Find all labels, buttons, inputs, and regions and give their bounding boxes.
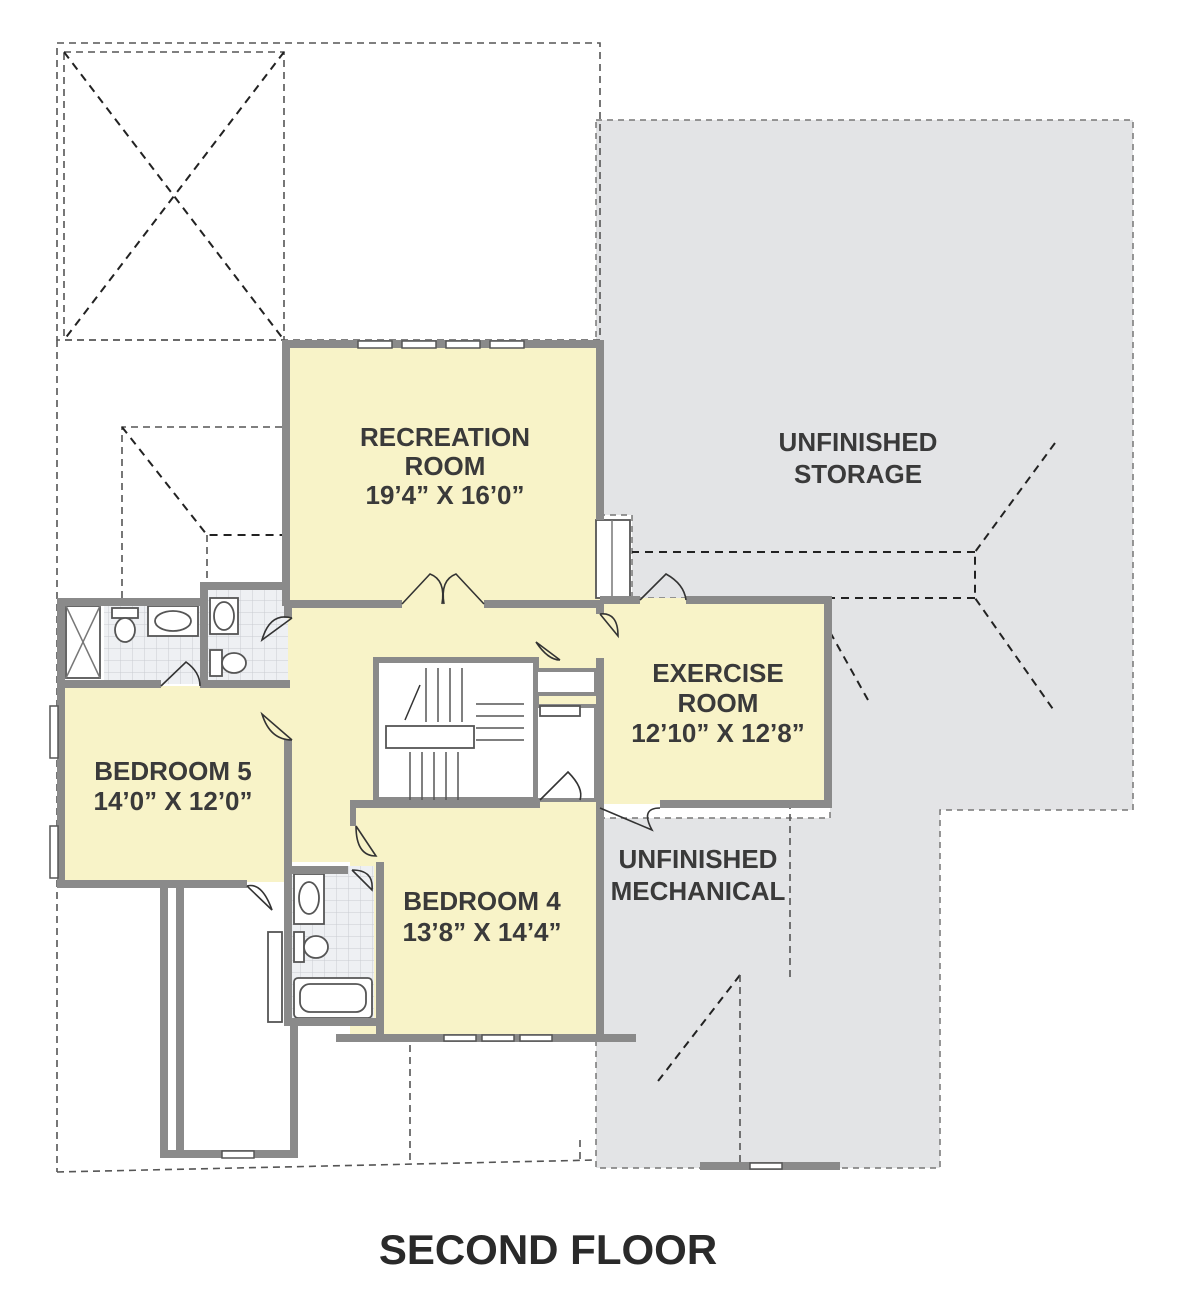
recreation-line2: ROOM — [405, 451, 486, 481]
staircase — [373, 657, 539, 803]
exercise-line2: ROOM — [678, 688, 759, 718]
recreation-room-floor — [284, 340, 600, 606]
unfinished-storage-area — [595, 119, 1134, 1169]
windows — [49, 340, 783, 1170]
exercise-size: 12’10” X 12’8” — [631, 718, 804, 748]
bedroom5-floor — [57, 686, 287, 882]
bedroom4-floor — [350, 806, 600, 1038]
mechanical-line1: UNFINISHED — [619, 844, 778, 874]
storage-line2: STORAGE — [794, 459, 922, 489]
exercise-line1: EXERCISE — [652, 658, 784, 688]
finished-areas — [57, 340, 830, 1038]
bath-upper-left — [65, 590, 288, 684]
floor-title: SECOND FLOOR — [379, 1226, 717, 1273]
bedroom4-size: 13’8” X 14’4” — [403, 917, 562, 947]
label-exercise-room: EXERCISE ROOM 12’10” X 12’8” — [631, 658, 804, 748]
label-unfinished-storage: UNFINISHED STORAGE — [779, 427, 938, 489]
roof-outline-left — [121, 426, 284, 598]
label-bedroom-4: BEDROOM 4 13’8” X 14’4” — [403, 886, 562, 947]
label-unfinished-mechanical: UNFINISHED MECHANICAL — [611, 844, 786, 906]
bedroom5-size: 14’0” X 12’0” — [94, 786, 253, 816]
doors — [160, 573, 687, 911]
recreation-line1: RECREATION — [360, 422, 530, 452]
bedroom5-line1: BEDROOM 5 — [94, 756, 251, 786]
recreation-size: 19’4” X 16’0” — [366, 480, 525, 510]
storage-line1: UNFINISHED — [779, 427, 938, 457]
exercise-room-floor — [600, 598, 830, 804]
bedroom4-line1: BEDROOM 4 — [403, 886, 561, 916]
label-bedroom-5: BEDROOM 5 14’0” X 12’0” — [94, 756, 253, 816]
mechanical-line2: MECHANICAL — [611, 876, 786, 906]
bath-lower — [267, 866, 374, 1023]
hall-lower-floor — [284, 806, 354, 862]
label-recreation-room: RECREATION ROOM 19’4” X 16’0” — [360, 422, 530, 510]
roof-outline-top — [56, 42, 601, 1172]
